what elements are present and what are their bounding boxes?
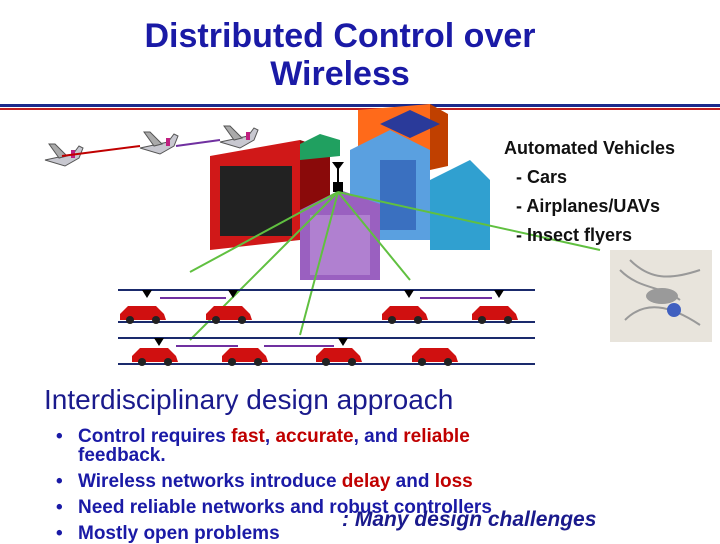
car-icon: [222, 348, 268, 366]
slide-title-line-1: Distributed Control over: [144, 17, 536, 55]
design-challenges-note: : Many design challenges: [342, 508, 597, 531]
bullet-text: , and: [353, 426, 404, 447]
bullet-control: • Control requires fast, accurate, and r…: [56, 426, 470, 447]
bullet-text: Wireless networks introduce: [78, 471, 342, 492]
bullet-dot-icon: •: [56, 497, 63, 518]
airplane-icon: [219, 125, 259, 149]
title-rule-red: [0, 108, 720, 110]
car-icon: [412, 348, 458, 366]
plane-link: [61, 145, 141, 157]
highlight-word: accurate: [275, 426, 354, 447]
bullet-open-problems: • Mostly open problems: [56, 523, 280, 544]
bullet-dot-icon: •: [56, 523, 63, 544]
bullet-dot-icon: •: [56, 426, 63, 447]
approach-heading: Interdisciplinary design approach: [44, 384, 454, 415]
antenna-icon: [332, 162, 344, 192]
bullet-text: Control requires: [78, 426, 232, 447]
title-rule-blue: [0, 104, 720, 107]
insect-robot-icon: [610, 250, 712, 342]
vehicle-list-item: - Insect flyers: [516, 225, 633, 245]
vehicle-list-item: - Airplanes/UAVs: [516, 196, 661, 216]
highlight-word: reliable: [403, 426, 470, 447]
bullet-reliable: • Need reliable networks and robust cont…: [56, 497, 492, 518]
car-icon: [316, 348, 362, 366]
bullet-text: Need reliable networks and robust contro…: [78, 497, 492, 518]
highlight-word: delay: [341, 471, 391, 492]
car-icon: [472, 306, 518, 324]
bullet-wireless: • Wireless networks introduce delay and …: [56, 471, 473, 492]
plane-link: [175, 139, 221, 147]
bullet-text: and: [390, 471, 435, 492]
car-icon: [132, 348, 178, 366]
car-icon: [206, 306, 252, 324]
bullet-control-continued: feedback.: [78, 445, 166, 466]
car-icon: [382, 306, 428, 324]
vehicle-list-heading: Automated Vehicles: [504, 138, 676, 158]
slide-title-line-2: Wireless: [270, 55, 410, 93]
car-icon: [120, 306, 166, 324]
bullet-dot-icon: •: [56, 471, 63, 492]
highlight-word: fast: [231, 426, 265, 447]
airplane-icon: [139, 131, 179, 155]
bullet-text: ,: [264, 426, 276, 447]
vehicle-list-item: - Cars: [516, 167, 568, 187]
highlight-word: loss: [434, 471, 473, 492]
vehicle-list: Automated Vehicles - Cars - Airplanes/UA…: [504, 134, 675, 250]
network-illustration: [44, 104, 712, 366]
bullet-text: Mostly open problems: [78, 523, 280, 544]
